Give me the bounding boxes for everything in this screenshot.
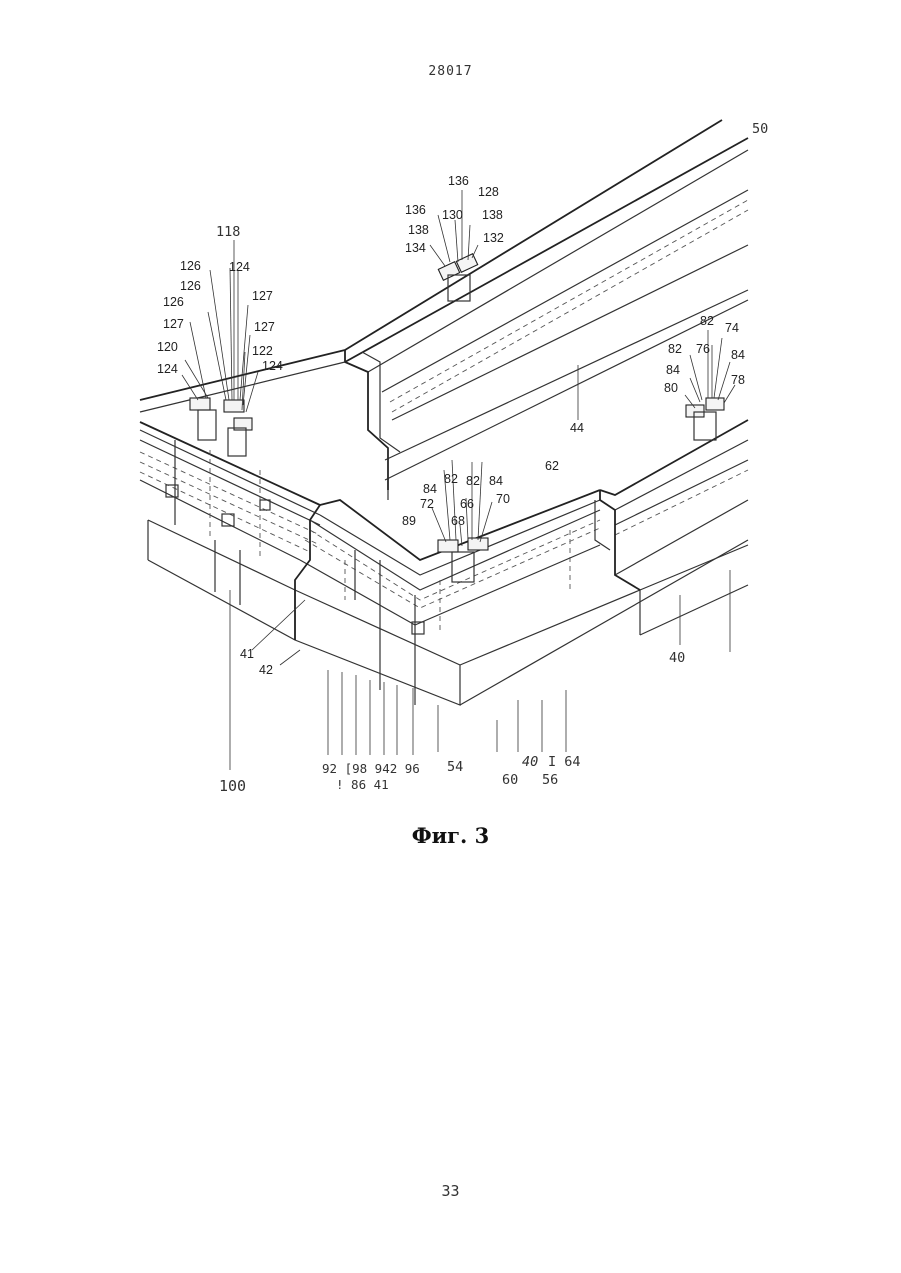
- label-126a: 126: [180, 259, 201, 273]
- label-82a: 82: [700, 314, 714, 328]
- label-82d: 82: [466, 474, 480, 488]
- label-40: 40: [669, 650, 685, 666]
- label-84c: 84: [423, 482, 437, 496]
- label-136b: 136: [405, 203, 426, 217]
- label-124b: 124: [157, 362, 178, 376]
- label-128: 128: [478, 185, 499, 199]
- main-rail-structure: [345, 120, 748, 500]
- label-70: 70: [496, 492, 510, 506]
- label-127c: 127: [254, 320, 275, 334]
- label-120: 120: [157, 340, 178, 354]
- reference-numerals: 50 118 136 128 136 130 138 138 132 134 1…: [157, 121, 768, 795]
- label-50: 50: [752, 121, 768, 137]
- label-138b: 138: [408, 223, 429, 237]
- label-44: 44: [570, 421, 584, 435]
- label-74: 74: [725, 321, 739, 335]
- label-124a: 124: [229, 260, 250, 274]
- bottom-label-54: 54: [447, 759, 463, 775]
- bottom-label-92-98-942-96: 92 [98 942 96: [322, 761, 420, 776]
- label-42: 42: [259, 663, 273, 677]
- label-134: 134: [405, 241, 426, 255]
- figure-caption: Фиг. 3: [0, 823, 901, 848]
- label-68: 68: [451, 514, 465, 528]
- label-84a: 84: [731, 348, 745, 362]
- bracket-right: [685, 330, 735, 440]
- label-136a: 136: [448, 174, 469, 188]
- bottom-label-40: 40: [522, 754, 538, 770]
- label-80: 80: [664, 381, 678, 395]
- label-127b: 127: [163, 317, 184, 331]
- label-124c: 124: [262, 359, 283, 373]
- bottom-label-I-64: I 64: [548, 754, 581, 770]
- label-122: 122: [252, 344, 273, 358]
- label-41: 41: [240, 647, 254, 661]
- bottom-label-86-41: ! 86 41: [336, 777, 389, 792]
- bottom-label-100: 100: [219, 777, 246, 795]
- bottom-label-56: 56: [542, 772, 558, 788]
- label-62: 62: [545, 459, 559, 473]
- label-78: 78: [731, 373, 745, 387]
- label-132: 132: [483, 231, 504, 245]
- page-number: 33: [0, 1182, 901, 1200]
- bottom-label-60: 60: [502, 772, 518, 788]
- label-66: 66: [460, 497, 474, 511]
- label-118: 118: [216, 224, 240, 240]
- label-84d: 84: [489, 474, 503, 488]
- label-76: 76: [696, 342, 710, 356]
- label-126c: 126: [163, 295, 184, 309]
- label-72: 72: [420, 497, 434, 511]
- label-138a: 138: [482, 208, 503, 222]
- label-82c: 82: [444, 472, 458, 486]
- label-89: 89: [402, 514, 416, 528]
- label-82b: 82: [668, 342, 682, 356]
- label-130: 130: [442, 208, 463, 222]
- label-127a: 127: [252, 289, 273, 303]
- label-126b: 126: [180, 279, 201, 293]
- label-84b: 84: [666, 363, 680, 377]
